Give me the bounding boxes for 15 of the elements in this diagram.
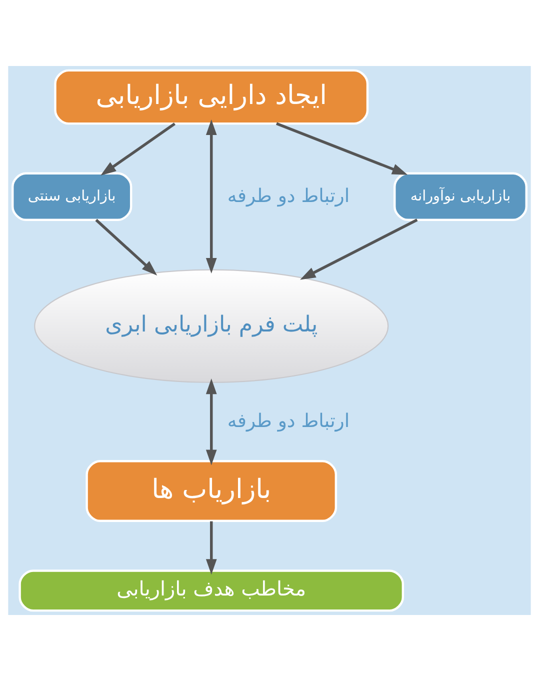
arrow (276, 122, 408, 174)
arrow (100, 122, 176, 175)
node-box: مخاطب هدف بازاریابی (18, 569, 404, 612)
arrow (206, 378, 217, 465)
arrow (95, 218, 158, 276)
node-box: بازاریابی سنتی (12, 172, 132, 221)
node-box: بازاریابی نوآورانه (394, 172, 528, 221)
arrow (206, 520, 217, 574)
edge-label: ارتباط دو طرفه (227, 185, 350, 206)
node-box: ایجاد دارایی بازاریابی (54, 68, 369, 124)
edge-label: ارتباط دو طرفه (227, 410, 350, 432)
arrow (206, 119, 217, 273)
node-box: بازاریاب ها (86, 459, 338, 522)
node-ellipse: پلت فرم بازاریابی ابری (34, 268, 389, 382)
arrow (300, 218, 418, 280)
